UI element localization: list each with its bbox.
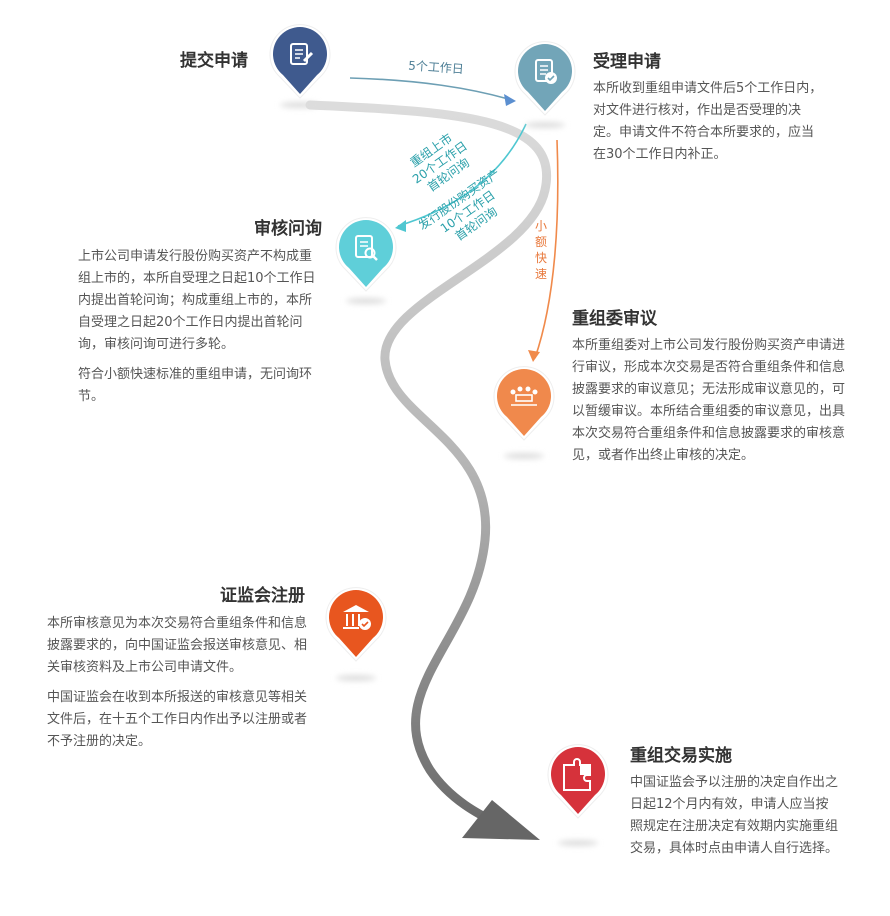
- fast-track-label: 小: [535, 219, 547, 233]
- step-pin-3: [333, 215, 399, 295]
- document-search-icon: [355, 235, 378, 261]
- step-title: 受理申请: [593, 52, 661, 72]
- document-check-icon: [535, 59, 557, 84]
- step-paragraph: 符合小额快速标准的重组申请，无问询环节。: [78, 367, 313, 404]
- accept-arrow-label: 5个工作日: [408, 58, 464, 76]
- fast-track-arrow: [534, 139, 559, 359]
- step-description: 本所收到重组申请文件后5个工作日内，对文件进行核对，作出是否受理的决定。申请文件…: [593, 78, 825, 174]
- main-flow-path: [305, 100, 552, 830]
- main-flow-arrowhead: [462, 800, 540, 840]
- puzzle-icon: [563, 758, 591, 791]
- step-pin-1: [267, 22, 333, 102]
- document-edit-icon: [290, 43, 314, 65]
- step-pin-5: [323, 585, 389, 665]
- step-title: 重组交易实施: [630, 746, 732, 766]
- step-pin-4: [491, 364, 557, 444]
- step-paragraph: 中国证监会予以注册的决定自作出之日起12个月内有效，申请人应当按照规定在注册决定…: [630, 775, 839, 856]
- step-title: 提交申请: [180, 51, 248, 71]
- step-paragraph: 本所审核意见为本次交易符合重组条件和信息披露要求的，向中国证监会报送审核意见、相…: [47, 616, 308, 675]
- inquiry-arrow: [397, 123, 527, 227]
- step-title: 重组委审议: [572, 309, 657, 329]
- step-title: 证监会注册: [220, 586, 305, 606]
- fast-track-label: 速: [535, 267, 547, 281]
- step-description: 上市公司申请发行股份购买资产不构成重组上市的，本所自受理之日起10个工作日内提出…: [78, 246, 324, 416]
- step-paragraph: 本所收到重组申请文件后5个工作日内，对文件进行核对，作出是否受理的决定。申请文件…: [593, 81, 823, 162]
- step-pin-2: [512, 39, 578, 119]
- step-title: 审核问询: [254, 219, 322, 239]
- step-description: 中国证监会予以注册的决定自作出之日起12个月内有效，申请人应当按照规定在注册决定…: [630, 772, 840, 868]
- step-paragraph: 中国证监会在收到本所报送的审核意见等相关文件后，在十五个工作日内作出予以注册或者…: [47, 690, 308, 749]
- fast-track-label: 快: [535, 251, 547, 265]
- step-description: 本所重组委对上市公司发行股份购买资产申请进行审议，形成本次交易是否符合重组条件和…: [572, 335, 847, 475]
- accept-arrow: [349, 77, 513, 101]
- fast-track-label: 额: [535, 235, 547, 249]
- meeting-icon: [510, 386, 538, 406]
- step-paragraph: 本所重组委对上市公司发行股份购买资产申请进行审议，形成本次交易是否符合重组条件和…: [572, 338, 846, 463]
- step-description: 本所审核意见为本次交易符合重组条件和信息披露要求的，向中国证监会报送审核意见、相…: [47, 613, 309, 761]
- step-paragraph: 上市公司申请发行股份购买资产不构成重组上市的，本所自受理之日起10个工作日内提出…: [78, 249, 316, 352]
- institution-check-icon: [343, 605, 371, 630]
- step-pin-6: [545, 742, 611, 822]
